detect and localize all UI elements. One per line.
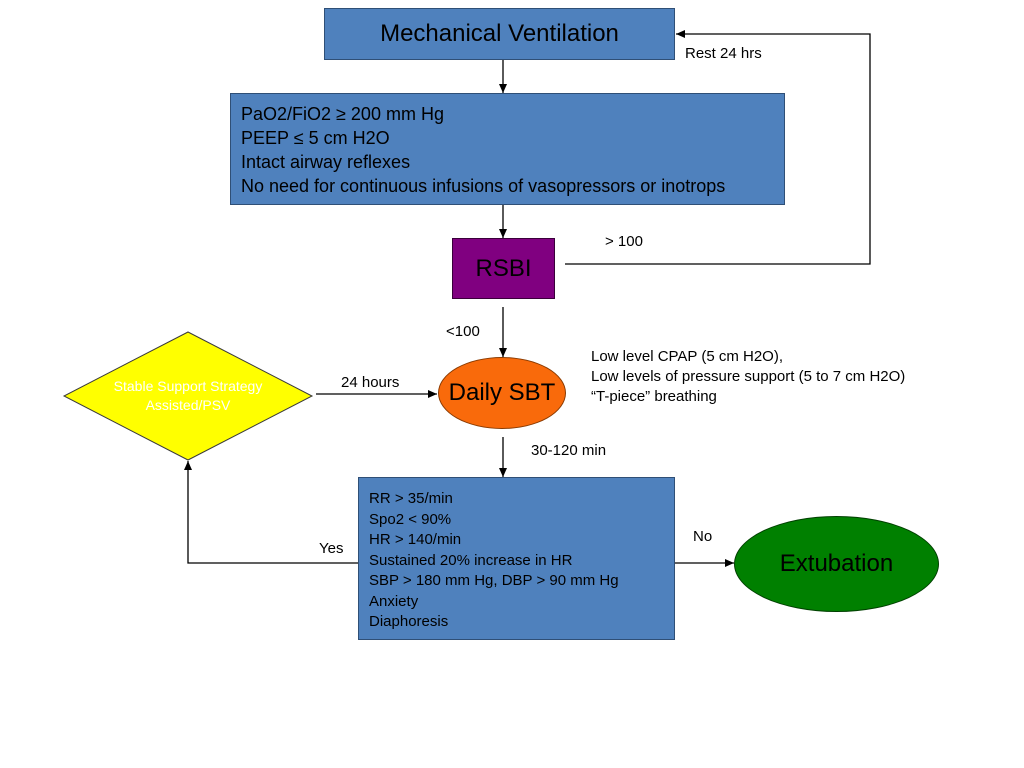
failure-criteria-line: Sustained 20% increase in HR	[369, 551, 573, 569]
extubation-label: Extubation	[779, 550, 894, 577]
criteria-line: PaO2/FiO2 ≥ 200 mm Hg	[241, 104, 444, 124]
criteria-line: No need for continuous infusions of vaso…	[241, 176, 726, 196]
sbt-failure-criteria-box: RR > 35/min Spo2 < 90% HR > 140/min Sust…	[358, 477, 675, 640]
arrow-rsbi-rest-loop	[565, 30, 871, 265]
daily-sbt-label: Daily SBT	[448, 379, 556, 406]
criteria-line: PEEP ≤ 5 cm H2O	[241, 128, 390, 148]
gt-100-label: > 100	[605, 233, 643, 250]
failure-criteria-line: HR > 140/min	[369, 531, 462, 548]
failure-criteria-line: Spo2 < 90%	[369, 510, 452, 528]
30-120-min-label: 30-120 min	[531, 442, 607, 459]
24-hours-label: 24 hours	[341, 374, 400, 391]
rsbi-box: RSBI	[452, 238, 555, 299]
failure-criteria-line: Diaphoresis	[369, 613, 449, 630]
criteria-line: Intact airway reflexes	[241, 152, 411, 172]
stable-support-label: Stable Support Strategy Assisted/PSV	[113, 378, 263, 413]
sbt-methods-list: Low level CPAP (5 cm H2O), Low levels of…	[591, 347, 905, 407]
no-label: No	[693, 528, 713, 545]
sbt-method-line: Low level CPAP (5 cm H2O),	[591, 348, 784, 365]
lt-100-label: <100	[446, 323, 480, 340]
mechanical-ventilation-box: Mechanical Ventilation	[324, 8, 675, 60]
failure-criteria-line: SBP > 180 mm Hg, DBP > 90 mm Hg	[369, 572, 619, 589]
daily-sbt-ellipse: Daily SBT	[438, 357, 566, 429]
failure-criteria-line: RR > 35/min	[369, 490, 453, 507]
readiness-criteria-box: PaO2/FiO2 ≥ 200 mm Hg PEEP ≤ 5 cm H2O In…	[230, 93, 785, 205]
stable-support-diamond	[62, 331, 314, 461]
sbt-method-line: “T-piece” breathing	[591, 388, 717, 405]
rsbi-label: RSBI	[475, 254, 532, 282]
extubation-ellipse: Extubation	[734, 516, 939, 612]
sbt-method-line: Low levels of pressure support (5 to 7 c…	[591, 368, 906, 385]
mechanical-ventilation-label: Mechanical Ventilation	[380, 20, 619, 47]
rest-24-hrs-label: Rest 24 hrs	[685, 45, 762, 62]
yes-label: Yes	[319, 540, 344, 557]
failure-criteria-line: Anxiety	[369, 592, 419, 610]
arrow-yes-to-support	[184, 461, 358, 564]
